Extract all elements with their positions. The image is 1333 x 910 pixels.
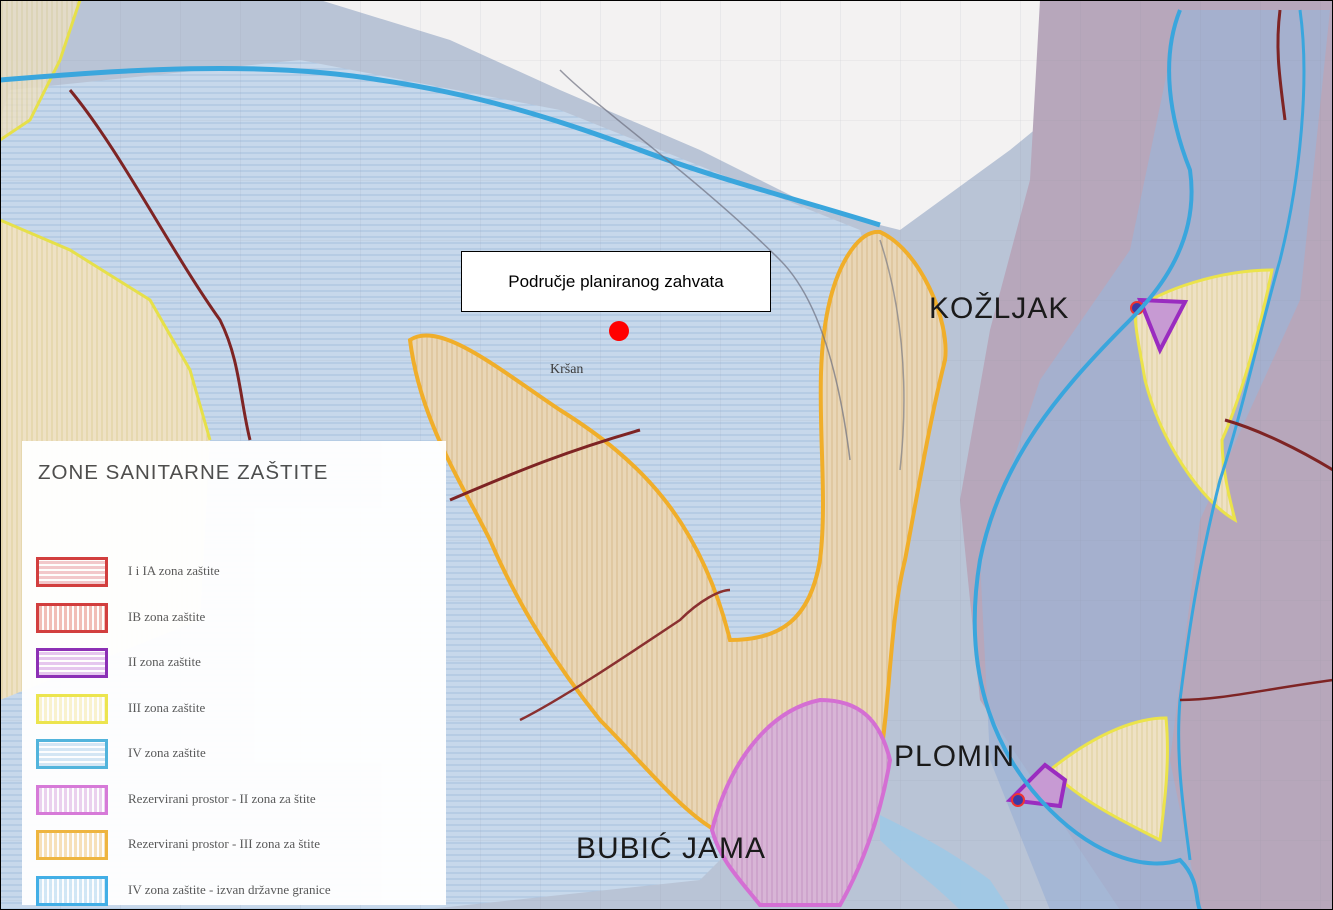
legend-label: IV zona zaštite	[128, 745, 206, 760]
legend-label: Rezervirani prostor - II zona za štite	[128, 790, 316, 806]
legend-item: II zona zaštite	[36, 648, 436, 678]
legend-panel: ZONE SANITARNE ZAŠTITE I i IA zona zašti…	[22, 441, 446, 906]
legend-item: IV zona zaštite	[36, 739, 436, 769]
road	[879, 239, 905, 471]
zone-reserved-ii	[709, 697, 893, 907]
zone-iv-boundary-east	[972, 9, 1202, 910]
project-location-marker	[609, 321, 629, 341]
legend-swatch	[36, 784, 108, 815]
legend-item: IB zona zaštite	[36, 602, 436, 633]
project-area-callout: Područje planiranog zahvata	[461, 251, 771, 312]
legend-item: III zona zaštite	[36, 693, 436, 724]
legend-label: Rezervirani prostor - III zona za štite	[128, 836, 321, 851]
legend-swatch	[36, 602, 108, 633]
zone-iii-northwest	[0, 0, 80, 140]
legend-item: I i IA zona zaštite	[36, 557, 436, 587]
place-label-plomin: PLOMIN	[894, 740, 1016, 773]
legend-swatch	[36, 830, 108, 860]
zone-iv-boundary-far-east	[1177, 9, 1306, 861]
plomin-bay	[880, 815, 1010, 910]
legend-label: III zona zaštite	[128, 699, 206, 715]
border-line-south	[519, 588, 731, 722]
legend-item: Rezervirani prostor - III zona za štite	[36, 830, 436, 860]
legend-label: I i IA zona zaštite	[128, 563, 220, 578]
border-line-east	[1224, 418, 1333, 472]
legend-swatch	[36, 875, 108, 906]
legend-title: ZONE SANITARNE ZAŠTITE	[38, 461, 329, 484]
border-line-north	[1276, 9, 1287, 121]
road	[559, 69, 851, 461]
legend-swatch	[36, 557, 108, 587]
legend-item: IV zona zaštite - izvan državne granice	[36, 875, 436, 906]
legend-label: IV zona zaštite - izvan državne granice	[128, 881, 331, 897]
place-label-krsan: Kršan	[550, 362, 584, 377]
legend-label: II zona zaštite	[128, 654, 201, 669]
zone-ii-kozljak	[1136, 297, 1189, 355]
border-line-southeast	[1179, 678, 1333, 702]
zone-reserved-iii	[407, 229, 948, 833]
legend-swatch	[36, 693, 108, 724]
legend-label: IB zona zaštite	[128, 608, 206, 624]
zone-iv-boundary-north	[0, 65, 881, 228]
place-label-kozljak: KOŽLJAK	[929, 292, 1070, 325]
legend-item: Rezervirani prostor - II zona za štite	[36, 784, 436, 815]
legend-swatch	[36, 648, 108, 678]
zone-i-plomin	[1011, 793, 1025, 807]
zone-iii-plomin	[1047, 716, 1169, 843]
legend-swatch	[36, 739, 108, 769]
place-label-bubic-jama: BUBIĆ JAMA	[576, 832, 767, 865]
border-line-west	[68, 89, 252, 441]
border-line-central	[449, 428, 641, 502]
